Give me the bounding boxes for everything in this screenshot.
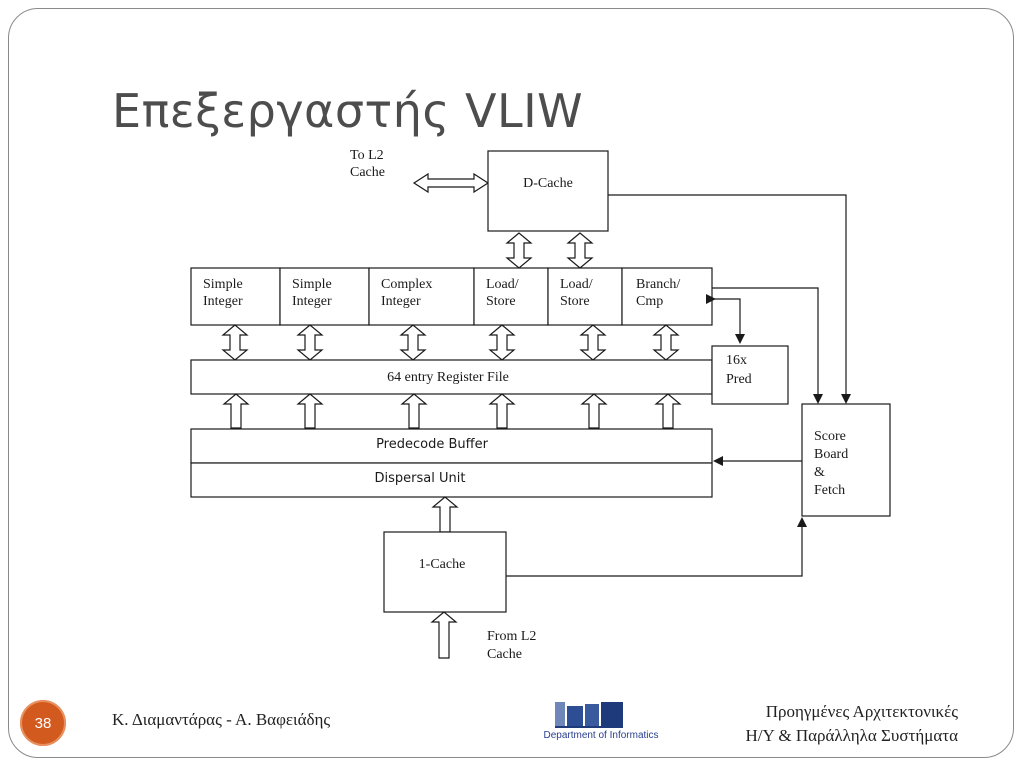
predecode-register-arrows (222, 393, 682, 429)
unit-register-arrows (221, 324, 680, 361)
footer-course-line2: Η/Υ & Παράλληλα Συστήματα (745, 726, 958, 745)
unit-2-line1: Simple (292, 277, 332, 292)
unit-box-2 (279, 267, 370, 326)
slide-frame (8, 8, 1014, 758)
unit-box-5 (547, 267, 623, 326)
unit-3-line1: Complex (381, 277, 432, 292)
unit-2-line2: Integer (292, 294, 332, 309)
unit-5-line2: Store (560, 294, 590, 309)
scoreboard-line1: Score (814, 429, 846, 444)
slide-title: Επεξεργαστής VLIW (112, 84, 584, 138)
unit-4-line1: Load/ (486, 277, 519, 292)
dcache-loadstore-arrows (505, 232, 594, 269)
scoreboard-line3: & (814, 465, 825, 480)
unit-3-line2: Integer (381, 294, 421, 309)
execution-units (190, 267, 713, 326)
dispersal-box (190, 462, 713, 498)
icache-box (383, 531, 507, 613)
unit-box-1 (190, 267, 281, 326)
dispersal-label: Dispersal Unit (375, 471, 466, 486)
from-l2-label-2: Cache (487, 647, 522, 662)
register-file-label: 64 entry Register File (387, 370, 509, 385)
register-file-box (190, 359, 713, 395)
from-l2-label-1: From L2 (487, 629, 536, 644)
to-l2-label-1: To L2 (350, 148, 384, 163)
icache-scoreboard-connector (506, 517, 807, 577)
icache-label: 1-Cache (419, 557, 466, 572)
dcache-label: D-Cache (523, 176, 573, 191)
scoreboard-box (801, 403, 891, 517)
unit-5-line1: Load/ (560, 277, 593, 292)
unit-4-line2: Store (486, 294, 516, 309)
unit-box-4 (473, 267, 549, 326)
scoreboard-line4: Fetch (814, 483, 845, 498)
pred-label-1: 16x (726, 353, 747, 368)
predecode-box (190, 428, 713, 464)
department-logo (555, 702, 623, 728)
unit-1-line2: Integer (203, 294, 243, 309)
pred-label-2: Pred (726, 372, 752, 387)
footer-authors: Κ. Διαμαντάρας - Α. Βαφειάδης (112, 710, 331, 729)
dcache-box (487, 150, 609, 232)
to-l2-label-2: Cache (350, 165, 385, 180)
pred-box (711, 345, 789, 405)
footer-course: Προηγμένες Αρχιτεκτονικές Η/Υ & Παράλληλ… (745, 700, 958, 748)
l2-icache-arrow (430, 611, 458, 659)
logo-caption: Department of Informatics (543, 730, 659, 741)
icache-dispersal-arrow (431, 496, 459, 533)
unit-box-6 (621, 267, 713, 326)
scoreboard-line2: Board (814, 447, 848, 462)
branch-scoreboard-connector (712, 287, 823, 404)
unit-6-line1: Branch/ (636, 277, 680, 292)
unit-6-line2: Cmp (636, 294, 663, 309)
footer-course-line1: Προηγμένες Αρχιτεκτονικές (765, 702, 958, 721)
branch-pred-connector (706, 294, 745, 344)
predecode-label: Predecode Buffer (376, 437, 489, 452)
slide-number-badge: 38 (20, 700, 66, 746)
dcache-scoreboard-connector (608, 194, 851, 404)
l2-dcache-arrow (412, 172, 490, 194)
unit-1-line1: Simple (203, 277, 243, 292)
